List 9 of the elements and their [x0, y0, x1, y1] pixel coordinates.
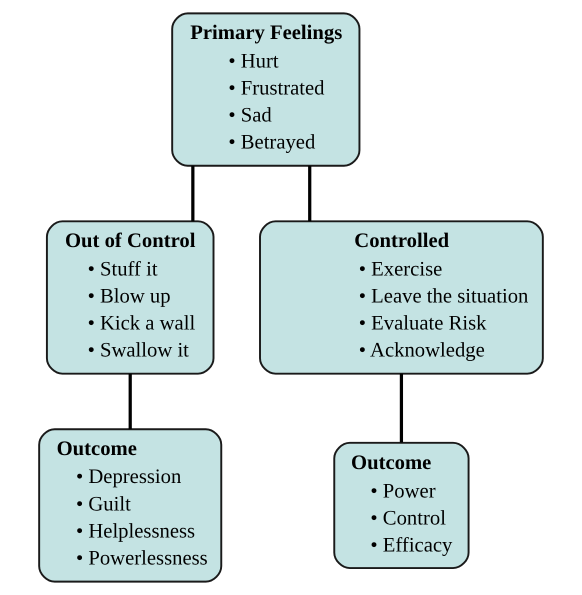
node-box: Outcome • Power • Control • Efficacy [333, 442, 470, 570]
connector [400, 374, 404, 442]
connector [191, 166, 194, 222]
connector [128, 374, 132, 430]
connector [308, 166, 312, 222]
node-box: Controlled • Exercise • Leave the situation • Evaluate Risk • Acknowledge [259, 220, 544, 375]
node-box: Outcome • Depression • Guilt • Helplessness • Powerlessness [38, 428, 222, 583]
node-box: Primary Feelings • Hurt • Frustrated • Sad • Betrayed [171, 12, 360, 167]
node-box: Out of Control • Stuff it • Blow up • Kick a wall • Swallow it [46, 220, 214, 375]
